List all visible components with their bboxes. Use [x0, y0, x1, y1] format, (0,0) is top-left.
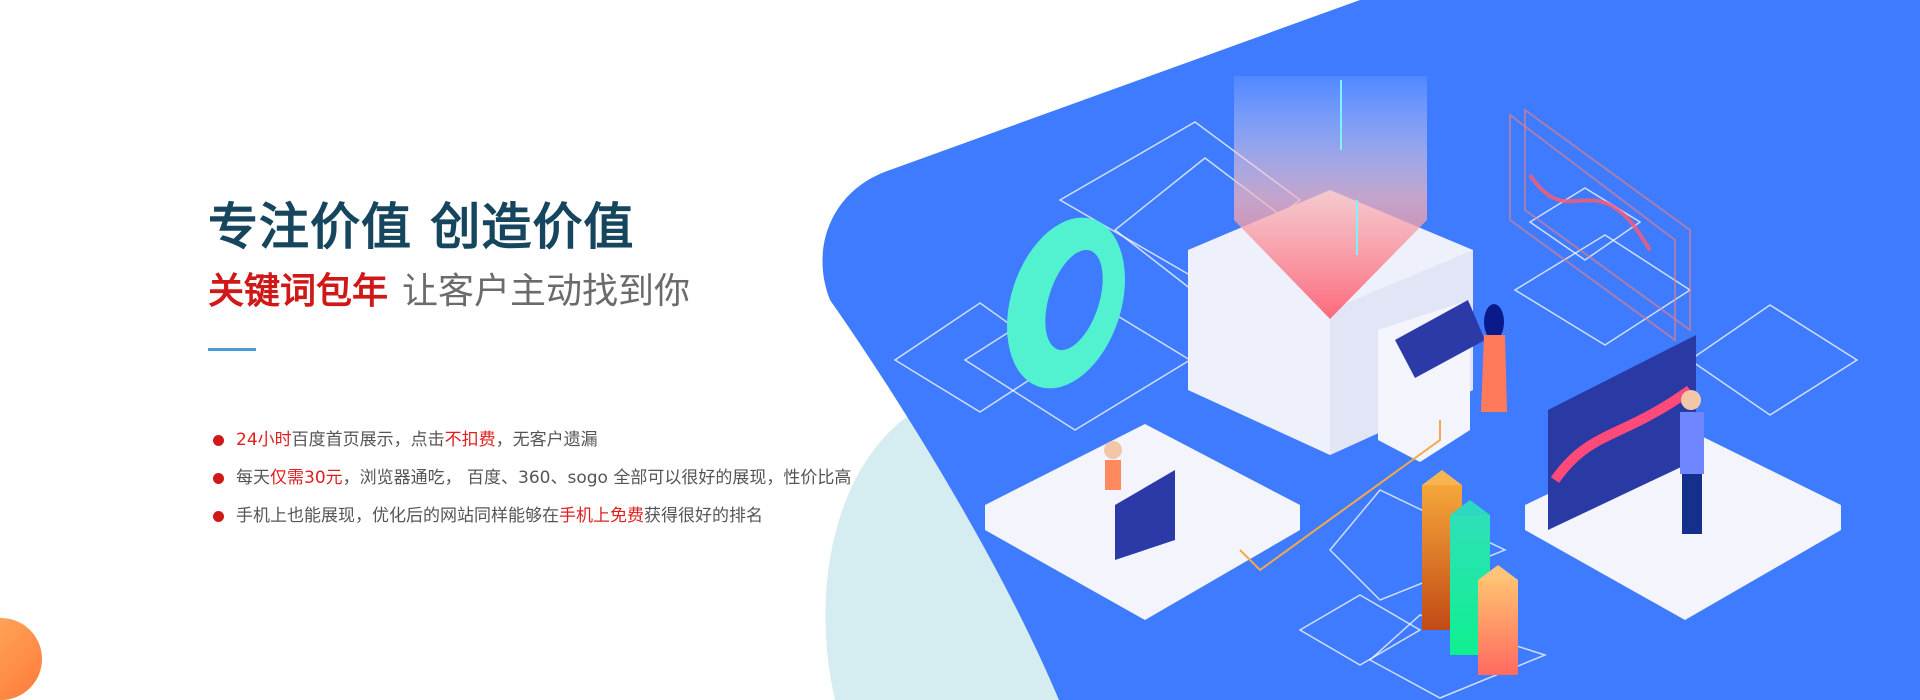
feature-text: 仅需30元 — [270, 468, 343, 488]
feature-text: 不扣费 — [444, 430, 496, 450]
bar-chart-columns — [1422, 470, 1518, 675]
hologram-cube — [1234, 76, 1427, 319]
green-ring — [1007, 217, 1125, 389]
hero-title: 专注价值 创造价值 — [208, 198, 635, 256]
feature-text: 24小时 — [236, 430, 292, 450]
bullet-dot-icon — [213, 510, 224, 522]
bullet-dot-icon — [213, 434, 224, 446]
server-box — [1188, 190, 1485, 462]
left-platform — [985, 424, 1300, 620]
feature-text: 每天 — [236, 468, 270, 488]
feature-text: 手机上也能展现，优化后的网站同样能够在 — [236, 506, 559, 526]
feature-item: 24小时百度首页展示，点击不扣费，无客户遗漏 — [208, 421, 851, 459]
feature-item: 手机上也能展现，优化后的网站同样能够在手机上免费获得很好的排名 — [208, 497, 851, 535]
subtitle-rest: 让客户主动找到你 — [402, 271, 691, 312]
feature-list: 24小时百度首页展示，点击不扣费，无客户遗漏 每天仅需30元，浏览器通吃， 百度… — [208, 421, 851, 535]
feature-text: ，无客户遗漏 — [495, 430, 598, 450]
divider-line — [208, 348, 256, 351]
connector-line — [1239, 420, 1441, 572]
feature-text: 手机上免费 — [559, 506, 644, 526]
feature-text: 获得很好的排名 — [644, 506, 763, 526]
woman-figure — [1481, 304, 1507, 412]
hero-text-block: 专注价值 创造价值 关键词包年让客户主动找到你 24小时百度首页展示，点击不扣费… — [208, 196, 851, 535]
feature-item: 每天仅需30元，浏览器通吃， 百度、360、sogo 全部可以很好的展现，性价比… — [208, 459, 851, 497]
feature-text: 百度首页展示，点击 — [291, 430, 445, 450]
hero-subtitle: 关键词包年让客户主动找到你 — [208, 270, 851, 314]
feature-text: ，浏览器通吃， 百度、360、sogo 全部可以很好的展现，性价比高 — [342, 468, 852, 488]
bullet-dot-icon — [213, 472, 224, 484]
subtitle-highlight: 关键词包年 — [208, 271, 389, 312]
glass-screen-panel — [1509, 108, 1691, 342]
right-platform — [1525, 335, 1841, 620]
